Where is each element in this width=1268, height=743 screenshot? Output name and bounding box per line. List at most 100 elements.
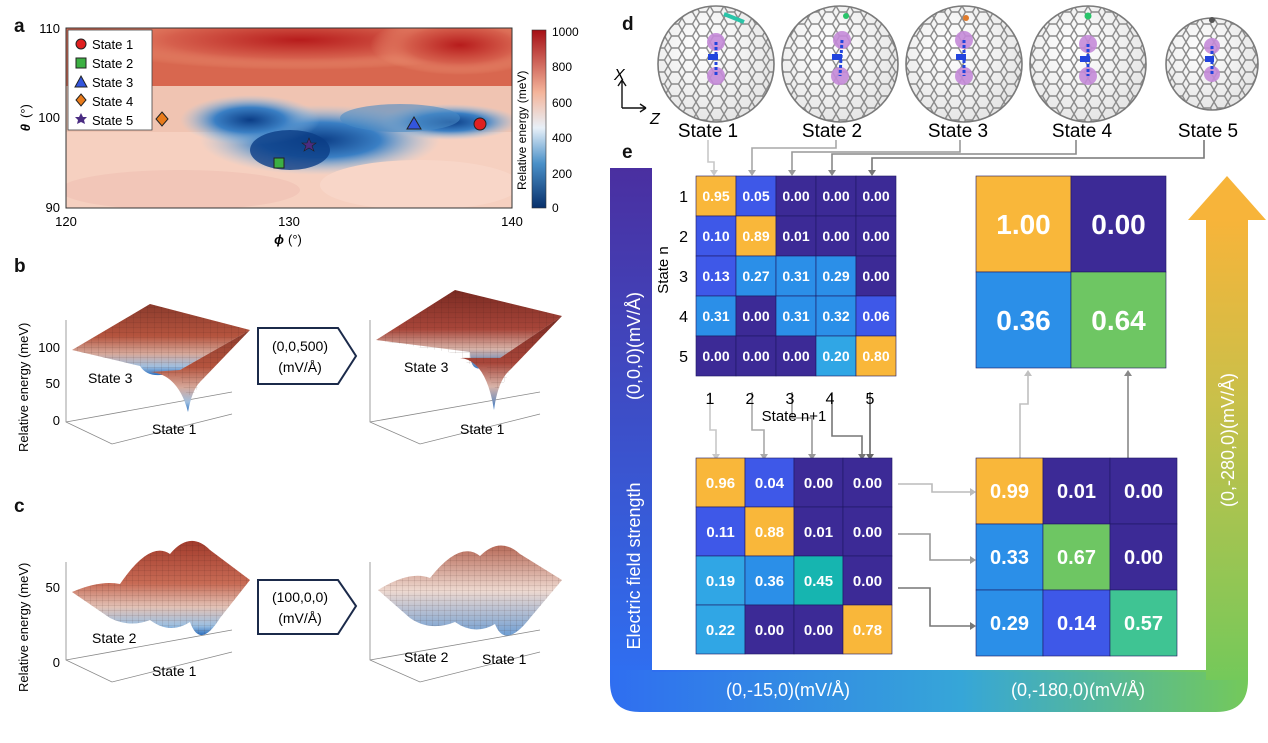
matrix-cell [842, 457, 893, 508]
matrix-cell [695, 295, 737, 337]
c-right-state-1: State 1 [482, 651, 527, 667]
panel-e-transition-matrices: (0,0,0)(mV/Å) Electric field strength (0… [610, 140, 1266, 712]
panel-c-surfaces: Relative energy (meV) 50 0 State 2 State… [16, 540, 562, 692]
matrix-cell-value: 0.11 [706, 524, 734, 541]
a-ylabel-unit: (°) [18, 104, 33, 118]
matrix-cell-value: 0.00 [1124, 481, 1163, 503]
d-label-state-1: State 1 [678, 121, 738, 142]
d-label-state-2: State 2 [802, 121, 862, 142]
a-xlabel-unit: (°) [288, 232, 302, 247]
matrix-cell-value: 0.31 [782, 308, 809, 324]
matrix-cell [842, 555, 893, 606]
legend-state-3: State 3 [92, 75, 133, 90]
e-col-label: 3 [786, 391, 795, 408]
marker-state-5 [301, 137, 317, 152]
matrix-cell [815, 335, 857, 377]
matrix-cell [975, 271, 1072, 369]
b-left-axes [65, 320, 233, 445]
matrix-cell [855, 335, 897, 377]
legend-state-2: State 2 [92, 56, 133, 71]
e-right-field: (0,-280,0)(mV/Å) [1218, 373, 1238, 507]
fullerene-state-4 [1029, 5, 1147, 123]
e-left-field: (0,0,0)(mV/Å) [624, 292, 644, 400]
e-row-label: 4 [679, 309, 688, 326]
marker-state-4 [155, 111, 169, 127]
b-right-state-1: State 1 [460, 421, 505, 437]
legend-state-1: State 1 [92, 37, 133, 52]
a-x-tick-140: 140 [501, 214, 523, 229]
panel-a-energy-map: 120 130 140 110 100 90 θ (°) ϕ (°) State… [18, 21, 579, 247]
e-right-bar [1206, 220, 1248, 680]
legend-state-4: State 4 [92, 94, 133, 109]
matrix-cell [855, 295, 897, 337]
matrix-cell-value: 0.00 [804, 622, 833, 639]
e-connector-arrows [707, 140, 1205, 627]
b-z-tick-0: 0 [53, 413, 60, 428]
matrix-cell [1042, 457, 1111, 525]
matrix-cell [1109, 523, 1178, 591]
matrix-cell-value: 0.04 [755, 475, 785, 492]
matrix-cell [793, 457, 844, 508]
matrix-cell-value: 0.96 [706, 475, 735, 492]
matrix-cell-value: 0.13 [702, 268, 729, 284]
a-y-tick-90: 90 [46, 200, 60, 215]
legend-state-5: State 5 [92, 113, 133, 128]
matrix-cell-value: 0.00 [742, 348, 769, 364]
fullerene-state-2 [781, 5, 899, 123]
e-left-label: Electric field strength [624, 482, 644, 649]
matrix-cell [842, 604, 893, 655]
a-colorbar-tick-800: 800 [552, 60, 572, 74]
matrix-cell-value: 0.99 [990, 481, 1029, 503]
matrix-cell-value: 1.00 [996, 209, 1051, 240]
matrix-cell-value: 0.29 [990, 613, 1029, 635]
a-colorbar [531, 29, 547, 209]
panel-letter-b: b [14, 256, 26, 277]
matrix-cell-value: 0.00 [853, 475, 882, 492]
matrix-cell [975, 523, 1044, 591]
matrix-cell [775, 255, 817, 297]
matrix-cell [1109, 457, 1178, 525]
matrix-cell [744, 604, 795, 655]
e-col-label: 2 [746, 391, 755, 408]
d-label-state-3: State 3 [928, 121, 988, 142]
e-row-label: 5 [679, 349, 688, 366]
d-label-state-5: State 5 [1178, 121, 1238, 142]
matrix-cell-value: 0.95 [702, 188, 729, 204]
matrix-cell [815, 175, 857, 217]
matrix-cell [975, 175, 1072, 273]
matrix-cell [793, 604, 844, 655]
a-colorbar-label: Relative energy (meV) [515, 71, 529, 190]
a-colorbar-tick-1000: 1000 [552, 25, 579, 39]
matrix-cell-value: 0.27 [742, 268, 769, 284]
matrix-cell-value: 0.67 [1057, 547, 1096, 569]
matrix-cell-value: 0.20 [822, 348, 849, 364]
matrix-cell [695, 335, 737, 377]
matrix-cell [1042, 589, 1111, 657]
a-colorbar-tick-200: 200 [552, 167, 572, 181]
a-colorbar-tick-400: 400 [552, 131, 572, 145]
e-right-arrowhead [1188, 176, 1266, 220]
matrix-cell-value: 0.00 [853, 573, 882, 590]
matrix-cell-value: 0.00 [822, 228, 849, 244]
matrix-cell [842, 506, 893, 557]
e-bottom-field-2: (0,-180,0)(mV/Å) [1011, 680, 1145, 700]
matrix-cell-value: 0.01 [804, 524, 833, 541]
a-ylabel-symbol: θ [18, 124, 33, 131]
e-col-label: 5 [866, 391, 875, 408]
c-z-tick-0: 0 [53, 655, 60, 670]
matrix-cell-value: 0.57 [1124, 613, 1163, 635]
c-left-axes [65, 562, 233, 683]
matrix-cell [815, 295, 857, 337]
matrix-cell-value: 0.00 [702, 348, 729, 364]
matrix-cell-value: 0.45 [804, 573, 833, 590]
c-left-state-2: State 2 [92, 630, 137, 646]
matrix-cell [735, 335, 777, 377]
e-axis-state-n: State n [655, 246, 672, 294]
a-colorbar-tick-600: 600 [552, 96, 572, 110]
d-axis-x: X [613, 67, 626, 84]
matrix-cell [735, 175, 777, 217]
b-left-state-3: State 3 [88, 370, 133, 386]
e-bottom-bar [610, 670, 1248, 712]
